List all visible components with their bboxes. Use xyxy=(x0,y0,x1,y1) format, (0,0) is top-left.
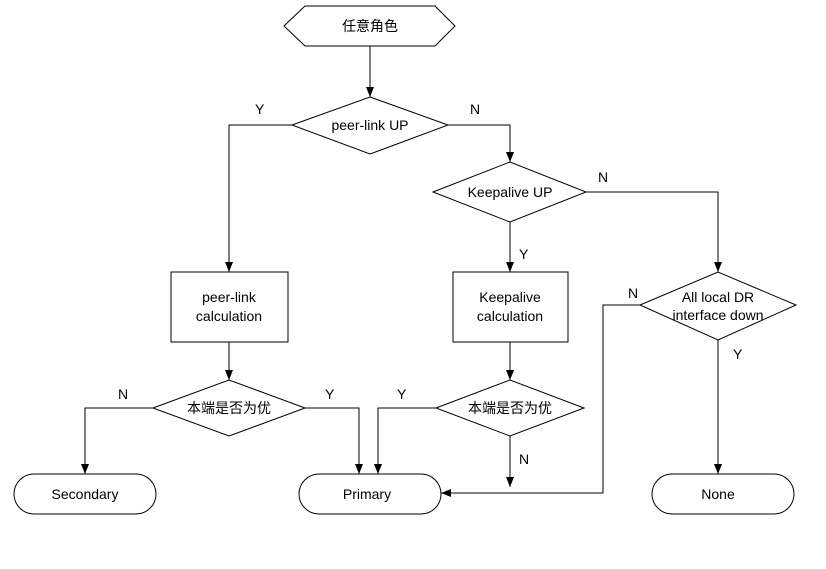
keepalive-calc-box xyxy=(452,271,569,343)
keepalive-up-no-label: N xyxy=(598,169,608,185)
edge-peer-link-up-no xyxy=(448,124,514,162)
edge-right-better-yes xyxy=(374,407,436,474)
edges xyxy=(81,46,722,497)
local-better-right-label: 本端是否为优 xyxy=(468,400,552,416)
keepalive-calc-line-1: Keepalive xyxy=(479,289,541,305)
local-better-left-label: 本端是否为优 xyxy=(187,400,271,416)
local-better-left-diamond xyxy=(151,379,307,437)
right-better-yes-label: Y xyxy=(397,386,407,402)
peer-link-up-no-label: N xyxy=(470,101,480,117)
node-start: 任意角色 xyxy=(283,5,456,47)
start-hexagon xyxy=(283,5,456,47)
primary-label: Primary xyxy=(343,486,391,502)
peer-link-up-label: peer-link UP xyxy=(331,117,408,133)
edge-all-local-dr-no xyxy=(441,304,640,497)
all-local-dr-yes-label: Y xyxy=(733,346,743,362)
keepalive-up-diamond xyxy=(431,161,588,223)
node-peer-link-calculation: peer-link calculation xyxy=(170,271,289,343)
edge-peer-link-up-yes xyxy=(225,124,292,272)
peer-link-calc-line-2: calculation xyxy=(196,308,262,324)
peer-link-calc-box xyxy=(170,271,289,343)
node-peer-link-up: peer-link UP xyxy=(290,96,450,155)
all-local-dr-line-1: All local DR xyxy=(682,289,754,305)
keepalive-up-yes-label: Y xyxy=(519,246,529,262)
peer-link-calc-line-1: peer-link xyxy=(202,289,257,305)
all-local-dr-no-label: N xyxy=(628,285,638,301)
keepalive-up-label: Keepalive UP xyxy=(468,184,553,200)
edge-keepalive-up-no xyxy=(586,191,722,272)
primary-terminal xyxy=(298,473,442,515)
keepalive-calc-line-2: calculation xyxy=(477,308,543,324)
peer-link-up-yes-label: Y xyxy=(255,101,265,117)
right-better-no-label: N xyxy=(519,451,529,467)
node-local-better-right: 本端是否为优 xyxy=(434,379,586,437)
node-primary: Primary xyxy=(298,473,442,515)
none-terminal xyxy=(651,473,795,515)
all-local-dr-diamond xyxy=(638,271,798,341)
node-none: None xyxy=(651,473,795,515)
local-better-right-diamond xyxy=(434,379,586,437)
edge-left-better-yes xyxy=(305,407,363,474)
node-keepalive-up: Keepalive UP xyxy=(431,161,588,223)
node-all-local-dr-interface-down: All local DR interface down xyxy=(638,271,798,341)
secondary-label: Secondary xyxy=(52,486,119,502)
edge-labels: Y N N Y N Y N Y Y N xyxy=(118,101,743,467)
secondary-terminal xyxy=(13,473,157,515)
left-better-yes-label: Y xyxy=(325,386,335,402)
start-label: 任意角色 xyxy=(342,18,398,34)
edge-left-better-no xyxy=(81,407,153,474)
all-local-dr-line-2: interface down xyxy=(672,307,763,323)
peer-link-up-diamond xyxy=(290,96,450,155)
node-local-better-left: 本端是否为优 xyxy=(151,379,307,437)
left-better-no-label: N xyxy=(118,386,128,402)
none-label: None xyxy=(701,486,735,502)
node-secondary: Secondary xyxy=(13,473,157,515)
node-keepalive-calculation: Keepalive calculation xyxy=(452,271,569,343)
